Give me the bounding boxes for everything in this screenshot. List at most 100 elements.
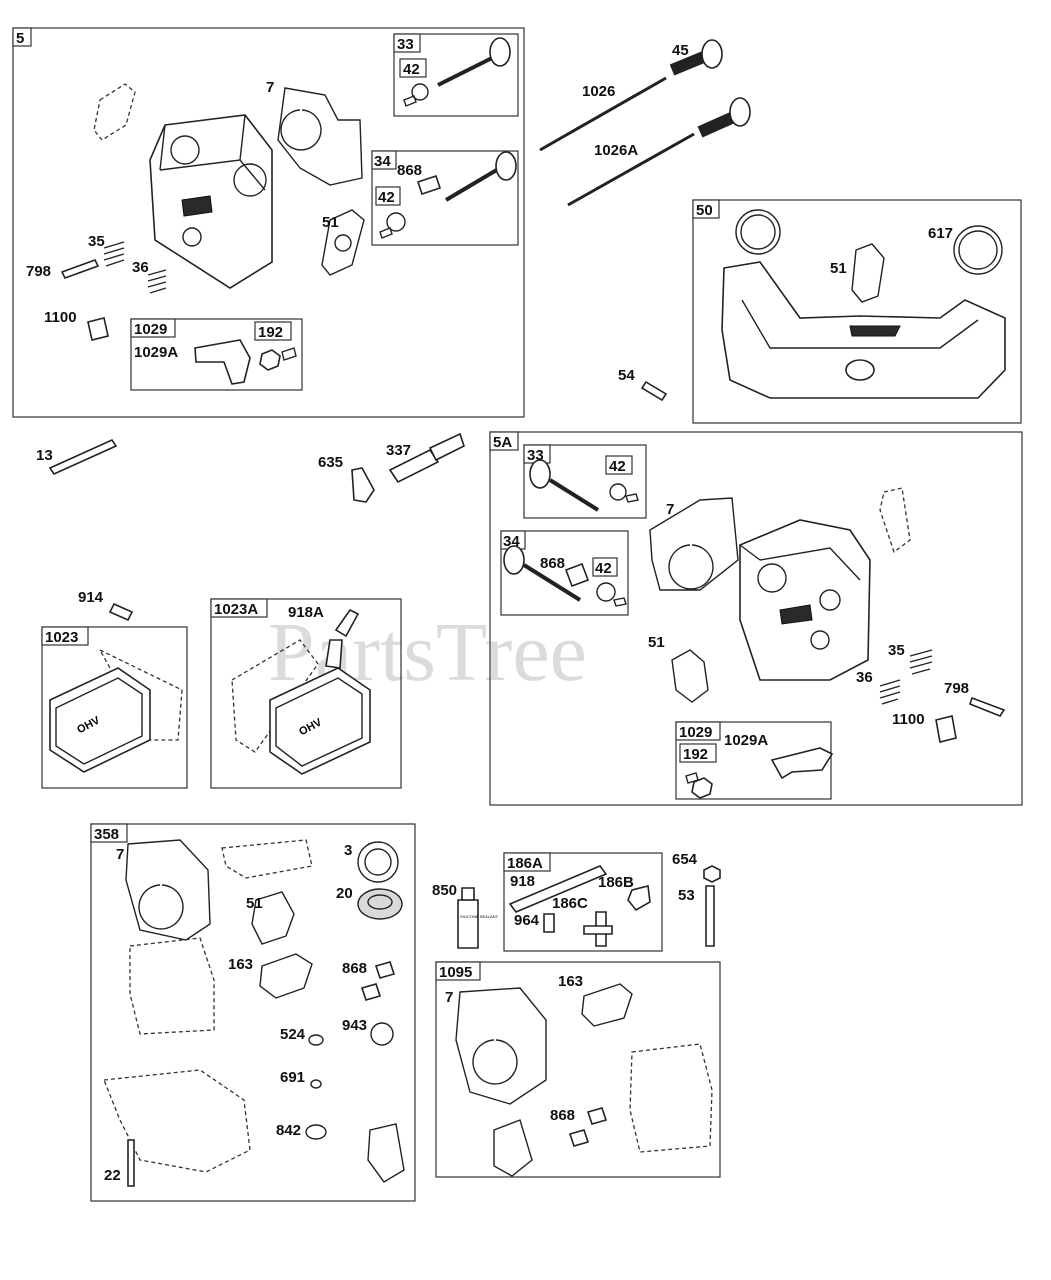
label-524: 524 <box>280 1026 306 1043</box>
label-186C: 186C <box>552 895 588 912</box>
valve-34-5a <box>503 545 627 607</box>
exhaust-gasket-hole <box>334 234 352 252</box>
exhaust-gasket <box>321 209 365 276</box>
tag-192: 192 <box>254 321 292 341</box>
pushrod-1026 <box>539 76 667 152</box>
label-7-5a: 7 <box>666 501 674 518</box>
bolt-54 <box>640 380 668 402</box>
part-868-358 <box>360 961 396 1001</box>
gasket-outline <box>93 83 136 141</box>
frame-358 <box>90 823 416 1202</box>
label-842: 842 <box>276 1122 301 1139</box>
svg-text:1029: 1029 <box>679 724 712 741</box>
valve-spring-5a <box>909 649 933 675</box>
valve-cover-1023 <box>49 648 183 773</box>
frame-33 <box>393 33 519 117</box>
tag-1029-5a: 1029 <box>675 721 721 741</box>
tag-1023A: 1023A <box>210 598 268 618</box>
svg-text:1029: 1029 <box>134 321 167 338</box>
svg-text:186A: 186A <box>507 855 543 872</box>
label-35-5a: 35 <box>888 642 905 659</box>
frame-34-5a <box>500 530 629 616</box>
screw-192 <box>281 347 297 361</box>
gasket-right-358 <box>367 1123 405 1183</box>
valve-1026A-stem <box>697 97 751 138</box>
svg-text:192: 192 <box>683 746 708 763</box>
svg-text:5A: 5A <box>493 434 512 451</box>
label-186B: 186B <box>598 874 634 891</box>
label-798: 798 <box>26 263 51 280</box>
label-1026: 1026 <box>582 83 615 100</box>
svg-text:1095: 1095 <box>439 964 472 981</box>
svg-text:50: 50 <box>696 202 713 219</box>
bolt-13 <box>48 438 118 476</box>
gasket-51-manifold <box>851 243 885 303</box>
frame-186A <box>503 852 663 952</box>
manifold-gasket-left <box>735 209 781 255</box>
bolt-22 <box>127 1139 135 1187</box>
tag-42b-5a: 42 <box>592 557 618 577</box>
label-36: 36 <box>132 259 149 276</box>
label-54: 54 <box>618 367 635 384</box>
valve-34 <box>379 151 517 239</box>
oring-524 <box>308 1034 324 1046</box>
label-163-358: 163 <box>228 956 253 973</box>
seal-20 <box>357 888 403 920</box>
svg-text:192: 192 <box>258 324 283 341</box>
label-868: 868 <box>397 162 422 179</box>
tag-192-5a: 192 <box>679 743 717 763</box>
oring-691 <box>310 1079 322 1089</box>
nut-654 <box>703 865 721 883</box>
frame-34 <box>371 150 519 246</box>
screw-914 <box>108 602 134 622</box>
gasket-cover-358 <box>129 937 215 1035</box>
tag-42b: 42 <box>375 186 401 206</box>
valve-33-5a <box>529 459 639 512</box>
label-22: 22 <box>104 1167 121 1184</box>
label-45: 45 <box>672 42 689 59</box>
exhaust-manifold <box>721 261 1006 399</box>
svg-text:SILICONE SEALANT: SILICONE SEALANT <box>460 914 499 919</box>
frame-5 <box>12 27 525 418</box>
valve-45 <box>669 39 723 76</box>
rocker-arm-5a <box>770 747 834 780</box>
label-20: 20 <box>336 885 353 902</box>
label-13: 13 <box>36 447 53 464</box>
label-868-1095: 868 <box>550 1107 575 1124</box>
label-3: 3 <box>344 842 352 859</box>
valve-spring <box>103 241 125 267</box>
spark-plug-boot <box>351 467 375 503</box>
gasket-51-358 <box>251 891 295 945</box>
tag-1029: 1029 <box>130 318 176 338</box>
frame-50 <box>692 199 1022 424</box>
label-635: 635 <box>318 454 343 471</box>
label-51: 51 <box>322 214 339 231</box>
rocker-arm <box>194 339 251 385</box>
sealant-tube-850: SILICONE SEALANT <box>457 887 499 949</box>
label-163-1095: 163 <box>558 973 583 990</box>
fitting-186C <box>583 911 613 947</box>
tag-42-5a: 42 <box>605 455 633 475</box>
tag-34: 34 <box>371 150 397 170</box>
label-35: 35 <box>88 233 105 250</box>
svg-text:42: 42 <box>403 61 420 78</box>
svg-text:1023A: 1023A <box>214 601 258 618</box>
tag-1095: 1095 <box>435 961 481 981</box>
label-7: 7 <box>266 79 274 96</box>
svg-text:42: 42 <box>609 458 626 475</box>
bolt-798 <box>60 259 100 279</box>
gasket-lower-1095 <box>493 1119 533 1177</box>
screw-192-5a <box>685 772 699 784</box>
tag-5: 5 <box>12 27 32 47</box>
label-850: 850 <box>432 882 457 899</box>
oring-943 <box>370 1022 394 1046</box>
svg-text:42: 42 <box>595 560 612 577</box>
label-1100-5a: 1100 <box>892 711 925 728</box>
label-36-5a: 36 <box>856 669 873 686</box>
valve-spring-36 <box>147 269 167 294</box>
label-654: 654 <box>672 851 698 868</box>
fitting-186B <box>627 885 651 912</box>
part-868-1095 <box>568 1107 608 1147</box>
tag-50: 50 <box>692 199 720 219</box>
